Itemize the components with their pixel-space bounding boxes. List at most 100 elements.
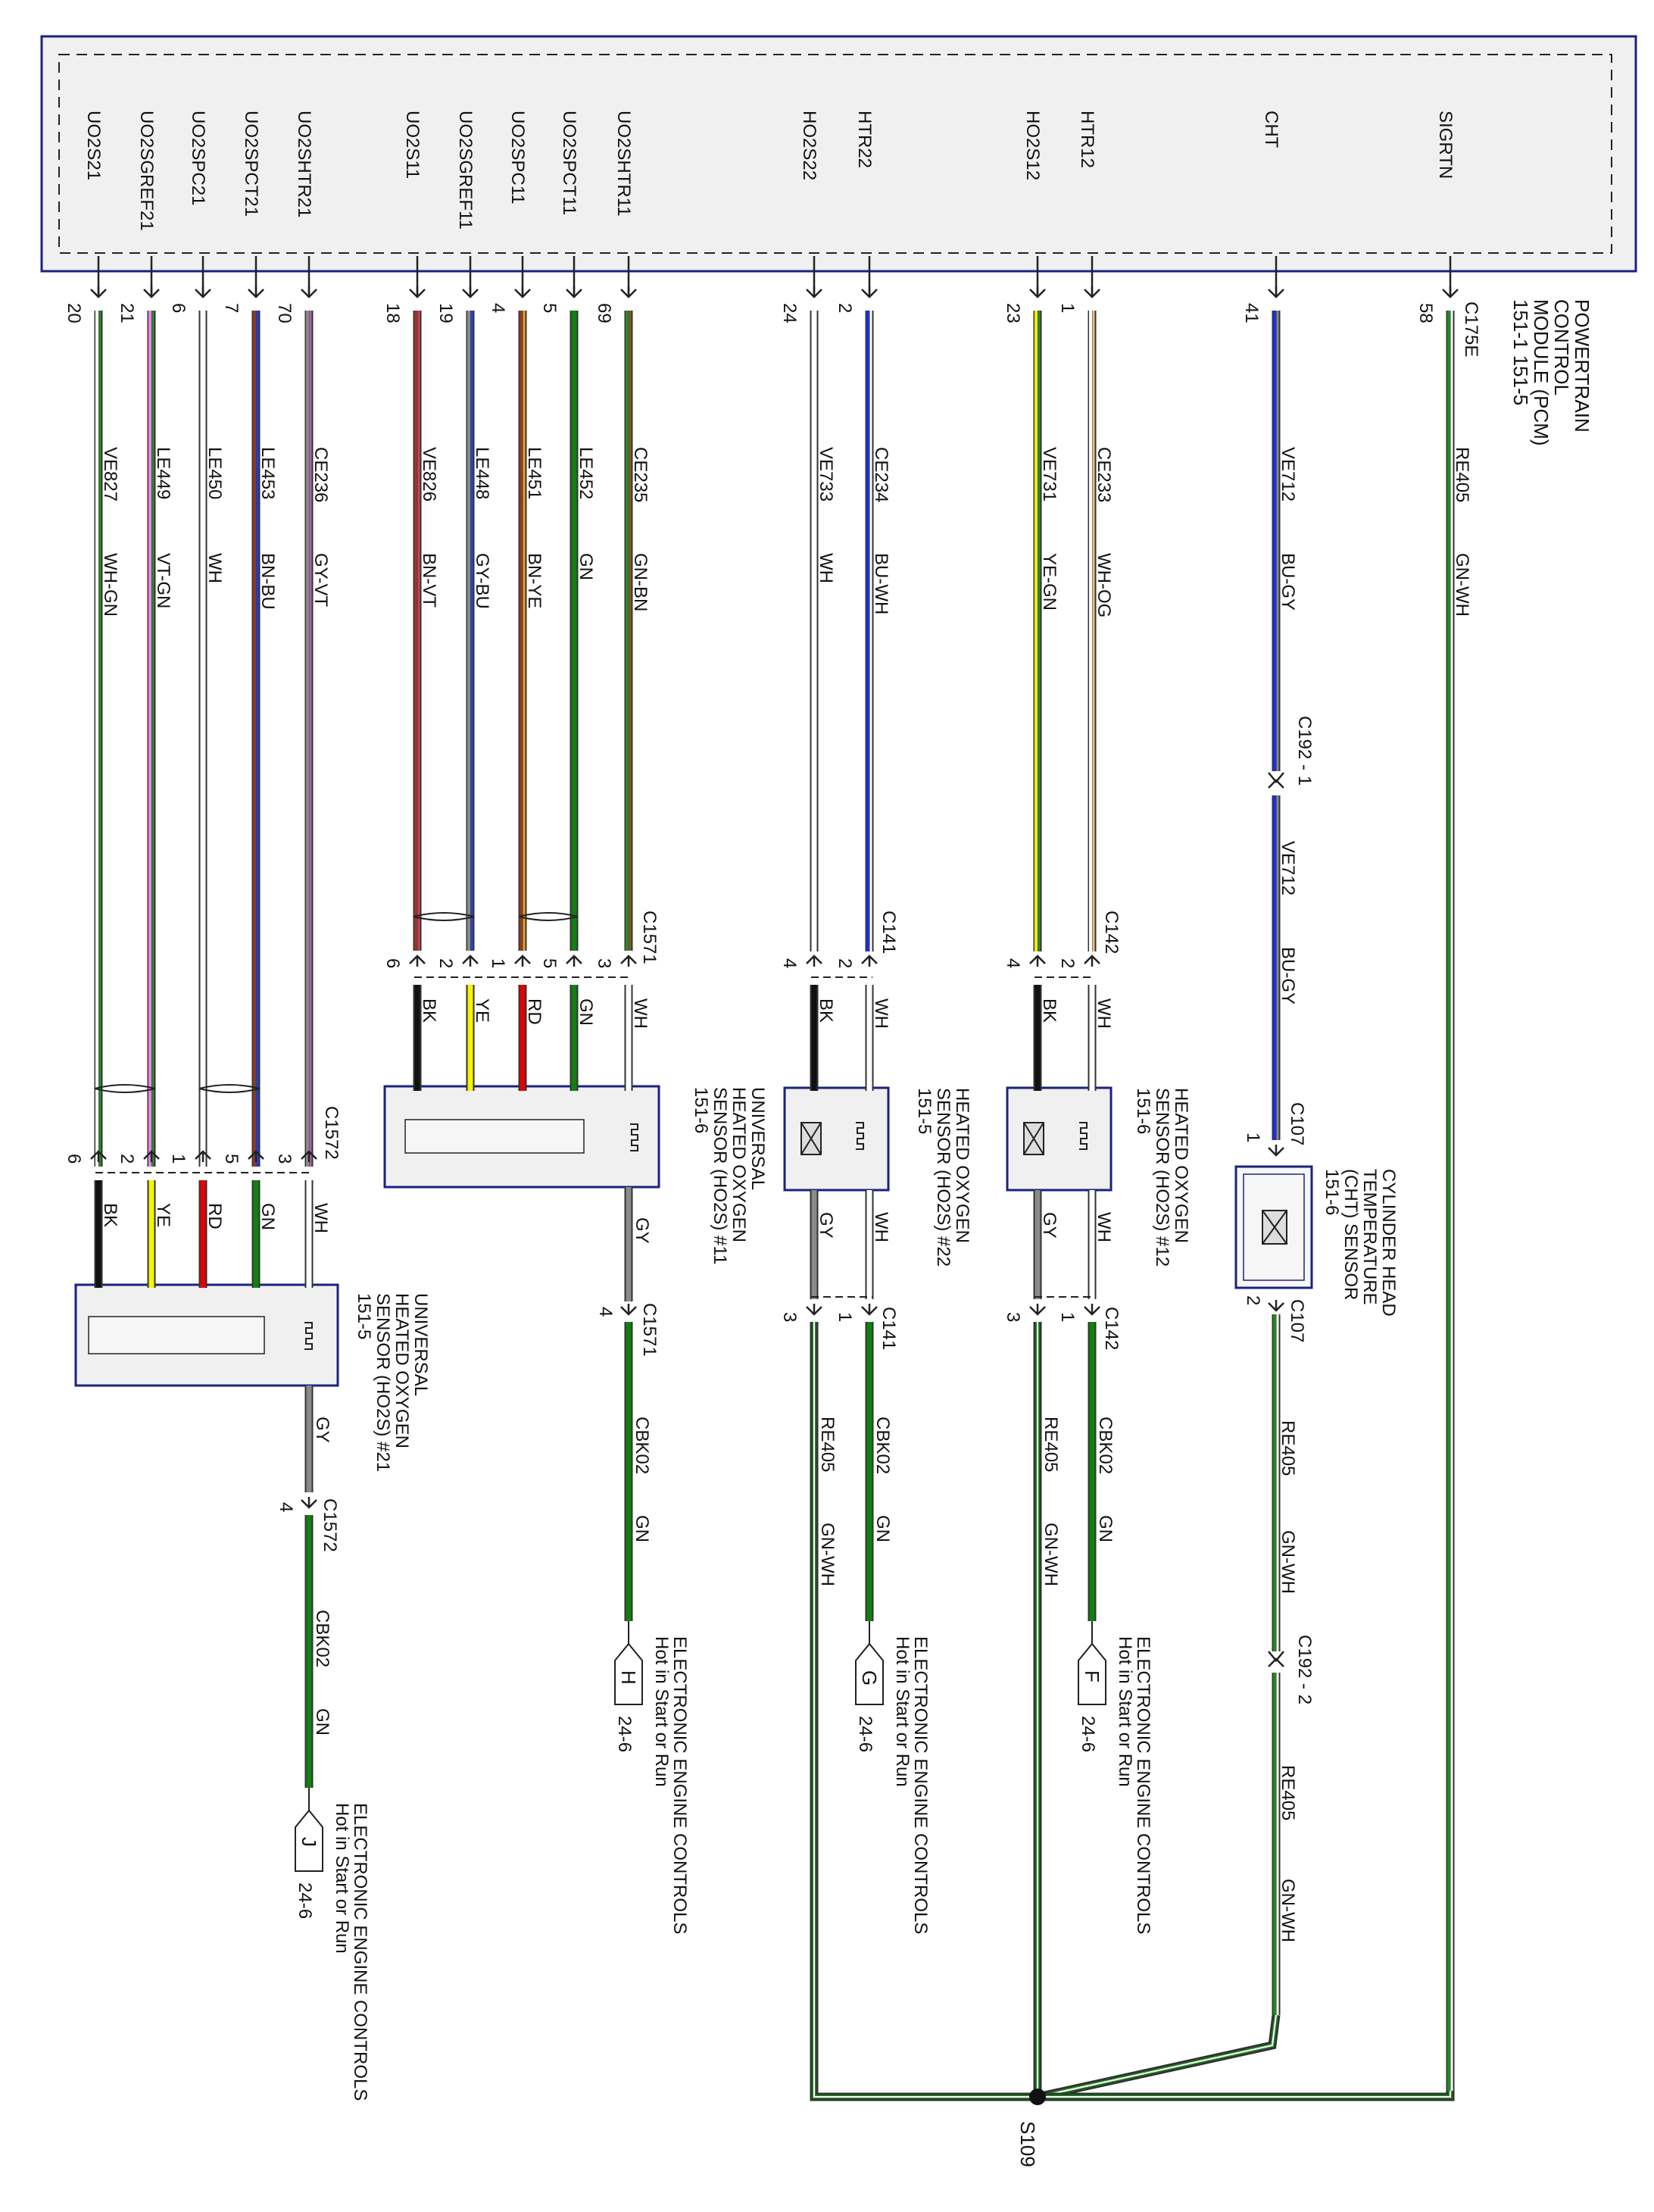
circuit-4-group: CE236	[311, 447, 331, 502]
circuit-13-group: CE233	[1094, 447, 1114, 502]
circuit-12: VE731	[1039, 447, 1059, 501]
pin-name-11: HTR22	[854, 111, 875, 168]
wire-UO2SGREF11	[466, 311, 475, 951]
color-2: WH	[204, 553, 225, 583]
c141-bot-pin-0: 3	[779, 1312, 800, 1322]
wire-sigrtn-to-splice	[1038, 2091, 1455, 2101]
pin-arrow-15	[1442, 286, 1459, 298]
circuit-6: LE448	[472, 447, 492, 499]
uhos21-line-3: SENSOR (HO2S) #21	[373, 1293, 393, 1472]
uhos21-stub-label-2-group: RD	[204, 1203, 225, 1229]
hos22-line-3: 151-5	[914, 1088, 935, 1134]
circuit-14-group: VE712	[1278, 447, 1298, 501]
pin-name-10: HO2S22	[799, 111, 819, 180]
c142-top-label-group: C142	[1101, 911, 1122, 954]
pin-arrow-1	[143, 286, 160, 298]
cht-gnd-color-group: GN-WH	[1278, 1530, 1298, 1594]
uhos11-stub-label-2: RD	[524, 998, 545, 1025]
color-8: GN	[576, 553, 596, 580]
color-9: GN-BN	[630, 553, 651, 611]
pin-num-10: 24	[779, 303, 800, 323]
hos12-wh2-label: WH	[1094, 1212, 1114, 1242]
pin-name-1: UO2SGREF21	[136, 111, 157, 231]
sensor-hos22	[783, 1086, 890, 1192]
c1572-top-pin-2: 1	[168, 1154, 189, 1164]
cht-gnd-circuit-2: RE405	[1278, 1765, 1298, 1820]
hos22-gy-label: GY	[816, 1212, 836, 1239]
pin-arrow-13	[1084, 286, 1100, 298]
color-12: YE-GN	[1039, 553, 1059, 611]
pin-num-15: 58	[1415, 303, 1436, 323]
c1572-top-arrow-2	[195, 1150, 211, 1162]
circuit-10-group: VE733	[816, 447, 836, 501]
hos22-bk-label: BK	[816, 998, 836, 1023]
uhos11-stub-label-0: BK	[419, 998, 439, 1023]
power-ref-letter-1: G	[858, 1670, 881, 1686]
j-power-circuit: CBK02	[312, 1610, 332, 1667]
power-ref-letter-2-group: F	[1081, 1670, 1103, 1682]
c1571-top-label: C1571	[639, 911, 660, 964]
uhos11-stub-label-4: WH	[630, 998, 651, 1029]
circuit-15: RE405	[1452, 447, 1472, 502]
hos22-wh2-label-group: WH	[871, 1212, 891, 1242]
hos12-wh2-label-group: WH	[1094, 1212, 1114, 1242]
c1571-top-label-group: C1571	[639, 911, 660, 964]
c107-bot-arrow	[1268, 1300, 1284, 1312]
hos12-line-3: 151-6	[1133, 1088, 1153, 1134]
pin-name-2: UO2SPC21	[188, 111, 208, 205]
cht-gnd-color-2: GN-WH	[1278, 1879, 1298, 1942]
c1571-bot-pin: 4	[595, 1307, 616, 1317]
wire-cht-ground-2	[1272, 1673, 1281, 2015]
power-ref-J	[295, 1788, 323, 1872]
uhos11-stub-label-3-group: GN	[576, 998, 596, 1026]
color-4-group: GY-VT	[311, 553, 331, 607]
power-text-1-0: ELECTRONIC ENGINE CONTROLS	[669, 1636, 690, 1934]
pin-num-8-group: 5	[539, 303, 560, 313]
pcm-label: POWERTRAIN CONTROL MODULE (PCM) 151-1 15…	[1509, 299, 1593, 446]
hos22-wh-label-group: WH	[871, 998, 891, 1029]
uhos21-stub-label-2: RD	[204, 1203, 225, 1229]
power-ref-G	[855, 1621, 884, 1705]
pin-num-8: 5	[539, 303, 560, 313]
splice-s109	[1029, 2089, 1046, 2105]
pin-arrow-12	[1029, 286, 1046, 298]
cht-gnd-circuit: RE405	[1278, 1420, 1298, 1476]
pin-name-15: SIGRTN	[1435, 111, 1456, 179]
c1571-top-pin-4-group: 3	[594, 958, 614, 968]
c1571-bot-label: C1571	[639, 1303, 660, 1357]
pin-arrow-7	[514, 286, 531, 298]
power-page-3-group: 24-6	[295, 1882, 315, 1919]
cht-gnd-circuit-group: RE405	[1278, 1420, 1298, 1476]
cht-color-lower-group: BU-GY	[1278, 947, 1298, 1004]
c1572-top-pin-0: 6	[64, 1154, 84, 1164]
color-5: BN-VT	[419, 553, 439, 608]
pin-name-14-group: CHT	[1261, 111, 1281, 148]
f-power-circuit-group: CBK02	[1095, 1417, 1116, 1474]
pin-name-1-group: UO2SGREF21	[136, 111, 157, 231]
pin-arrow-3	[248, 286, 264, 298]
power-ref-F	[1078, 1621, 1106, 1705]
color-15: GN-WH	[1452, 553, 1472, 617]
pin-num-5: 18	[382, 303, 403, 323]
c192-1-label-group: C192 - 1	[1294, 716, 1315, 786]
hos22-line-1: HEATED OXYGEN	[952, 1088, 972, 1243]
c1571-bot-arrow	[620, 1304, 637, 1316]
c1572-top-label: C1572	[321, 1106, 342, 1160]
c142-bot-pin-1: 1	[1057, 1312, 1078, 1322]
pin-arrow-5	[409, 286, 426, 298]
pin-num-3: 7	[221, 303, 242, 313]
color-8-group: GN	[576, 553, 596, 580]
pin-name-4-group: UO2SHTR21	[294, 111, 314, 217]
pin-num-9: 69	[594, 303, 614, 323]
c192-1-arrow-b	[1268, 779, 1284, 789]
c142-bot-arrow-0	[1029, 1304, 1046, 1316]
c142-bot-pin-0: 3	[1003, 1312, 1023, 1322]
c1571-top-pin-0: 6	[382, 958, 403, 968]
c141-bot-pin-0-group: 3	[779, 1312, 800, 1322]
power-text-1-2-group: ELECTRONIC ENGINE CONTROLS	[1133, 1636, 1153, 1934]
uhos11-heater-label-group: GY	[632, 1217, 652, 1244]
hos12-bk-label: BK	[1039, 998, 1059, 1023]
c1571-top-pin-3: 5	[539, 958, 560, 968]
c1571-top-arrow-2	[514, 954, 531, 967]
